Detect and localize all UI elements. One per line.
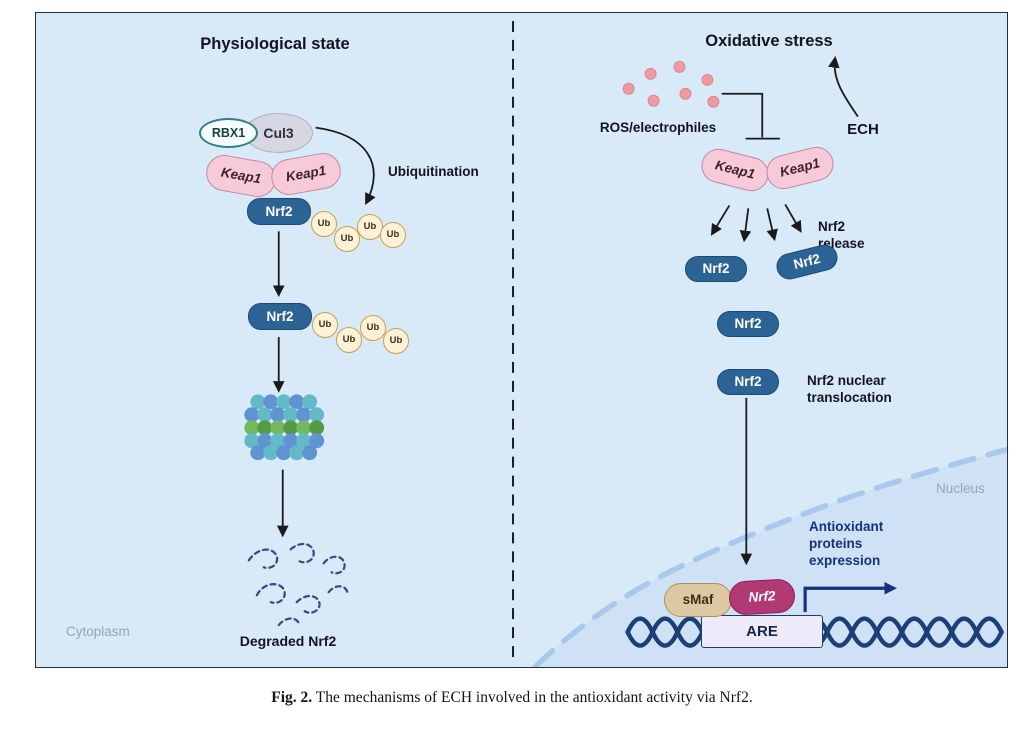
- figure-caption: Fig. 2. The mechanisms of ECH involved i…: [0, 689, 1024, 707]
- antioxidant-expression-label: Antioxidant proteins expression: [809, 519, 884, 568]
- caption-text: The mechanisms of ECH involved in the an…: [312, 689, 753, 706]
- figure-art: [244, 20, 1007, 667]
- ech-label: ECH: [847, 121, 879, 138]
- ubiquitin-badge: Ub: [383, 328, 409, 354]
- degraded-nrf2-label: Degraded Nrf2: [239, 633, 337, 649]
- caption-label: Fig. 2.: [271, 689, 313, 706]
- smaf-protein: sMaf: [664, 583, 732, 617]
- ubiquitin-badge: Ub: [357, 214, 383, 240]
- nuclear-translocation-label: Nrf2 nuclear translocation: [807, 373, 892, 405]
- release-arrows: [710, 203, 802, 243]
- degradation-arrows: [272, 231, 289, 538]
- ubiquitin-badge: Ub: [336, 327, 362, 353]
- nrf2-protein: Nrf2: [685, 256, 747, 282]
- nrf2-protein: Nrf2: [717, 369, 779, 395]
- nrf2-transcription-factor: Nrf2: [728, 578, 796, 616]
- nucleus-label: Nucleus: [936, 481, 985, 496]
- transcription-arrow: [803, 581, 898, 613]
- ubiquitin-badge: Ub: [312, 312, 338, 338]
- nucleus-region: [534, 449, 1007, 667]
- cytoplasm-label: Cytoplasm: [66, 624, 130, 639]
- rbx1-protein: RBX1: [199, 118, 258, 148]
- ubiquitination-label: Ubiquitination: [388, 164, 479, 179]
- pathway-figure: Physiological state Cul3 RBX1 Keap1 Keap…: [35, 12, 1008, 668]
- ros-label: ROS/electrophiles: [599, 120, 717, 135]
- proteasome: [244, 394, 325, 461]
- ubiquitin-badge: Ub: [380, 222, 406, 248]
- right-panel-title: Oxidative stress: [705, 32, 833, 50]
- left-panel-title: Physiological state: [200, 35, 350, 53]
- ech-arrow: [828, 55, 859, 118]
- ubiquitin-badge: Ub: [311, 211, 337, 237]
- ubiquitination-arrow: [315, 126, 376, 206]
- nucleus-membrane: [532, 446, 1007, 667]
- nrf2-protein: Nrf2: [717, 311, 779, 337]
- ros-dots: [622, 60, 720, 108]
- ubiquitin-badge: Ub: [360, 315, 386, 341]
- nrf2-protein: Nrf2: [248, 303, 312, 330]
- degraded-fragments: [247, 542, 349, 627]
- ubiquitin-badge: Ub: [334, 226, 360, 252]
- nrf2-protein: Nrf2: [247, 198, 311, 225]
- inhibition-tbar: [721, 92, 781, 140]
- are-element: ARE: [701, 615, 823, 648]
